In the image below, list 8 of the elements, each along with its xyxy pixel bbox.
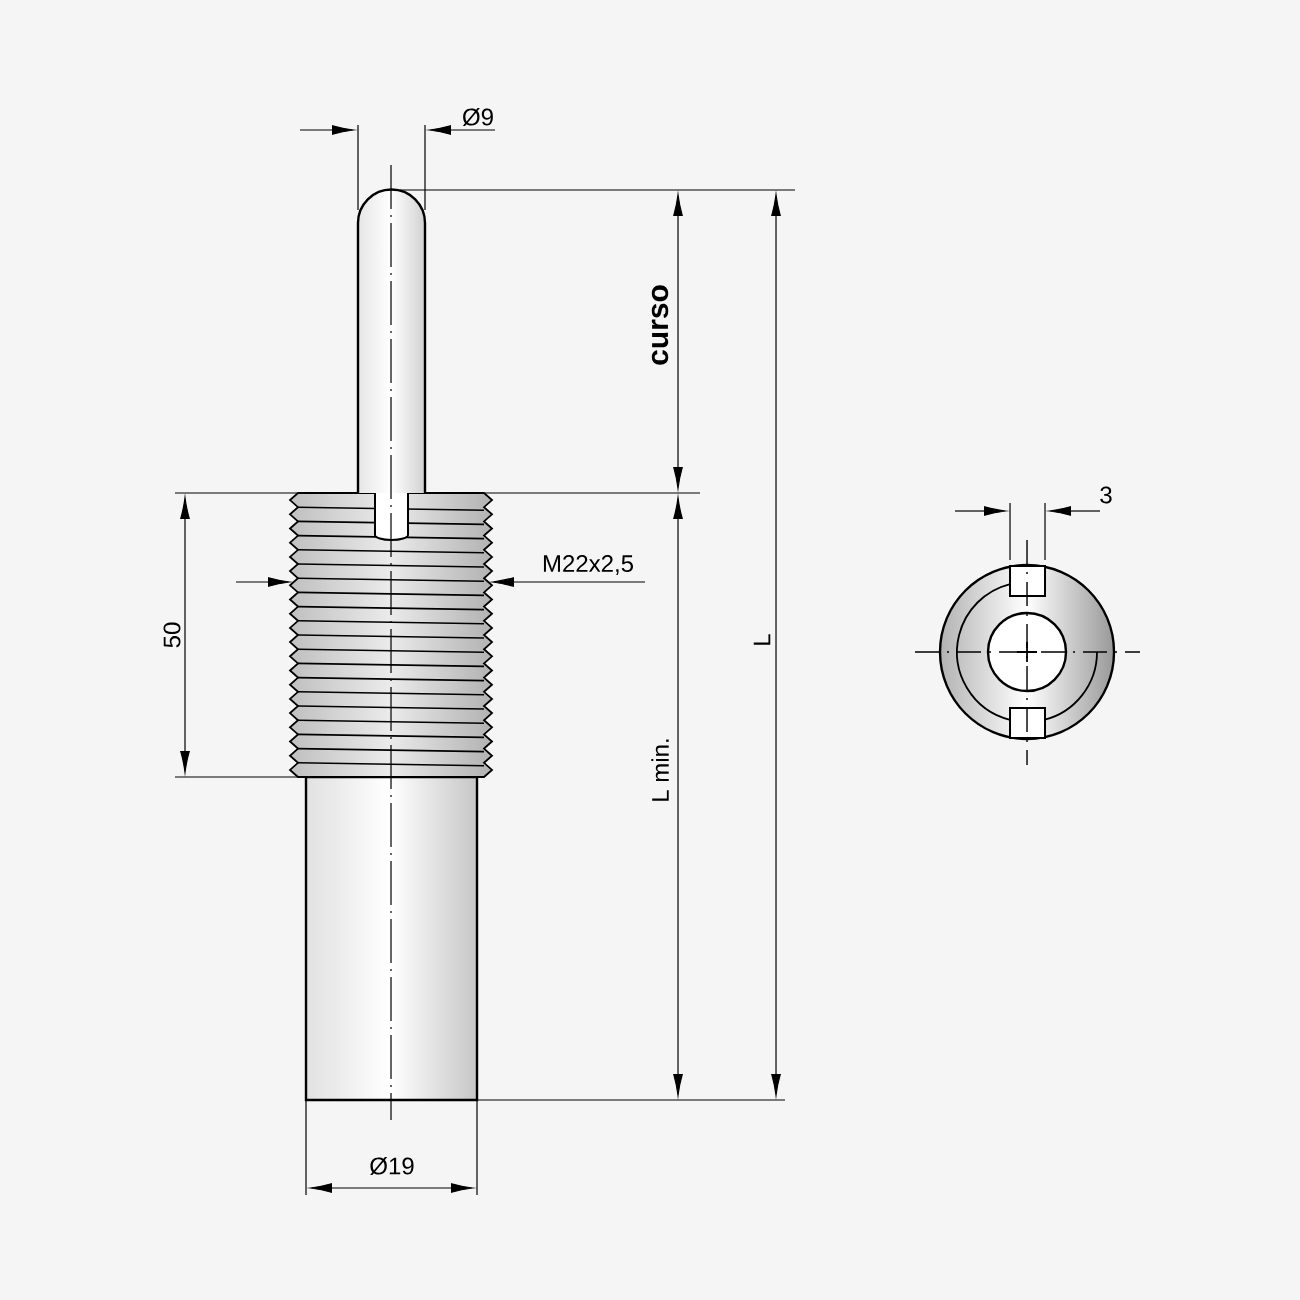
dimension-text: curso	[651, 285, 669, 365]
dimension-text: L min.	[651, 739, 669, 801]
dimension-text: Ø19	[370, 1157, 414, 1175]
dimension-text: L	[753, 634, 771, 645]
dimension-text: 50	[163, 622, 181, 648]
dimension-text: M22x2,5	[543, 555, 633, 575]
dimension-text: Ø9	[462, 108, 493, 126]
dimension-text: 3	[1100, 486, 1112, 504]
